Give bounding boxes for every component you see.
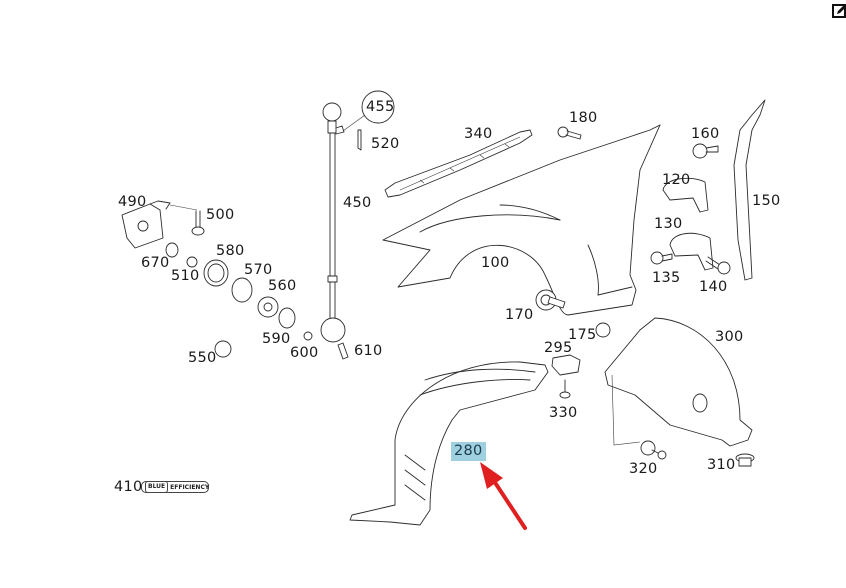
label-part-180[interactable]: 180 — [569, 110, 598, 126]
edit-icon[interactable] — [832, 3, 846, 19]
oring-590-drawing — [278, 307, 296, 329]
label-part-490[interactable]: 490 — [118, 194, 147, 210]
label-part-590[interactable]: 590 — [262, 331, 291, 347]
emblem-text-efficiency: EFFICIENCY — [170, 483, 210, 491]
bolt-180-drawing — [557, 126, 582, 140]
spring-610-drawing — [337, 342, 349, 360]
clip-320-drawing — [640, 440, 667, 460]
label-part-455[interactable]: 455 — [366, 99, 395, 115]
label-part-120[interactable]: 120 — [662, 172, 691, 188]
spacer-510-drawing — [186, 256, 198, 268]
bolt-140-drawing — [705, 256, 731, 275]
label-part-510[interactable]: 510 — [171, 268, 200, 284]
bracket-120-drawing — [662, 177, 709, 213]
cap-550-drawing — [214, 340, 232, 358]
bracket-130-drawing — [669, 232, 714, 271]
label-part-580[interactable]: 580 — [216, 243, 245, 259]
strip-150-drawing — [733, 99, 766, 281]
nut-175-drawing — [595, 322, 611, 338]
label-part-140[interactable]: 140 — [699, 279, 728, 295]
fender-100-drawing — [382, 124, 661, 316]
callout-circle-455 — [361, 90, 395, 124]
label-part-550[interactable]: 550 — [188, 350, 217, 366]
label-part-130[interactable]: 130 — [654, 216, 683, 232]
nut-310-drawing — [735, 453, 755, 467]
emblem-410: BLUE EFFICIENCY — [141, 481, 209, 493]
label-part-560[interactable]: 560 — [268, 278, 297, 294]
label-part-600[interactable]: 600 — [290, 345, 319, 361]
ring-560-drawing — [257, 296, 279, 318]
label-part-150[interactable]: 150 — [752, 193, 781, 209]
label-part-450[interactable]: 450 — [343, 195, 372, 211]
label-part-295[interactable]: 295 — [544, 340, 573, 356]
label-part-175[interactable]: 175 — [568, 327, 597, 343]
bolt-135-drawing — [650, 251, 673, 265]
clip-295-drawing — [551, 354, 581, 376]
label-part-340[interactable]: 340 — [464, 126, 493, 142]
label-part-500[interactable]: 500 — [206, 207, 235, 223]
liner-300-drawing — [604, 317, 753, 447]
label-part-160[interactable]: 160 — [691, 126, 720, 142]
label-part-570[interactable]: 570 — [244, 262, 273, 278]
pin-520-drawing — [357, 129, 362, 151]
screw-330-drawing — [559, 379, 571, 399]
label-part-320[interactable]: 320 — [629, 461, 658, 477]
washer-670-drawing — [165, 242, 179, 258]
label-part-280-highlighted[interactable]: 280 — [451, 442, 486, 461]
clip-160-drawing — [692, 143, 719, 159]
label-part-100[interactable]: 100 — [481, 255, 510, 271]
emblem-text-blue: BLUE — [145, 481, 169, 493]
label-part-170[interactable]: 170 — [505, 307, 534, 323]
label-part-670[interactable]: 670 — [141, 255, 170, 271]
label-part-310[interactable]: 310 — [707, 457, 736, 473]
label-part-330[interactable]: 330 — [549, 405, 578, 421]
label-part-520[interactable]: 520 — [371, 136, 400, 152]
liner-280-drawing — [349, 361, 549, 526]
rod-450-drawing — [320, 102, 366, 343]
bolt-500-drawing — [191, 210, 205, 236]
stud-170-drawing — [535, 289, 566, 311]
plate-570-drawing — [231, 277, 253, 303]
bracket-490-drawing — [121, 200, 198, 249]
highlight-arrow — [480, 462, 527, 530]
label-part-135[interactable]: 135 — [652, 270, 681, 286]
label-part-610[interactable]: 610 — [354, 343, 383, 359]
washer-600-drawing — [303, 331, 313, 341]
label-part-410[interactable]: 410 — [114, 479, 143, 495]
label-part-300[interactable]: 300 — [715, 329, 744, 345]
